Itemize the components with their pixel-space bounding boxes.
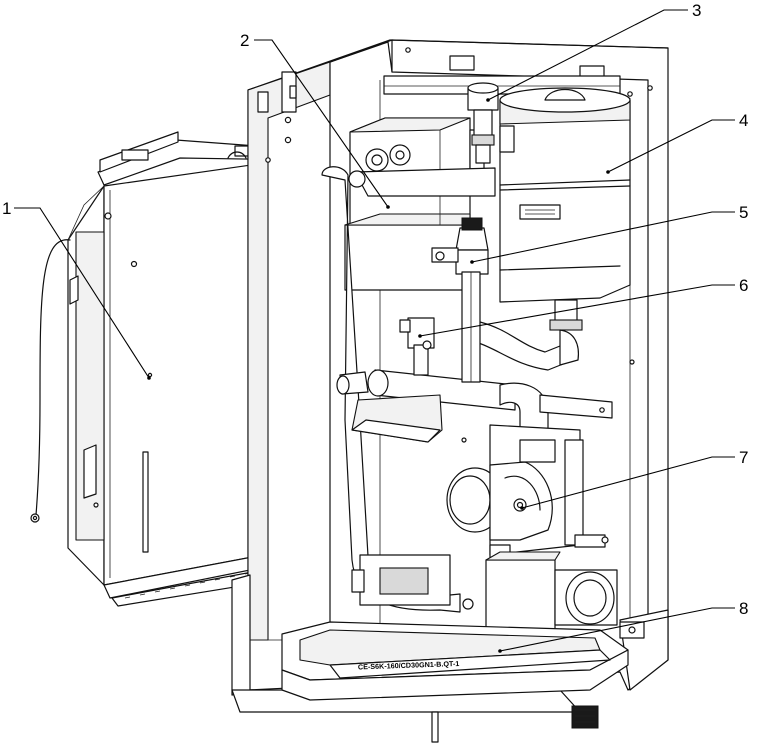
base-model-label: CE-S6K-160/CD30GN1-B.QT-1 [358, 659, 460, 672]
callout-label-5: 5 [739, 203, 748, 222]
callout-5: 5 [470, 203, 748, 264]
callout-2: 2 [240, 31, 390, 209]
callout-4: 4 [606, 111, 748, 174]
base-tray: CE-S6K-160/CD30GN1-B.QT-1 [281, 621, 629, 743]
callout-6: 6 [418, 276, 748, 338]
callout-1: 1 [2, 199, 151, 380]
callout-label-2: 2 [240, 31, 249, 50]
callout-label-7: 7 [739, 448, 748, 467]
control-plate [351, 359, 635, 443]
automatic-air-vent [431, 217, 489, 383]
expansion-vessel [499, 87, 631, 331]
callout-label-3: 3 [692, 1, 701, 20]
circulation-pump [446, 424, 609, 568]
callout-label-6: 6 [739, 276, 748, 295]
callout-8: 8 [498, 599, 748, 653]
callout-7: 7 [520, 448, 748, 510]
safety-valve [467, 82, 515, 164]
callout-label-1: 1 [2, 199, 11, 218]
callout-3: 3 [486, 1, 701, 102]
callout-label-8: 8 [739, 599, 748, 618]
callout-label-4: 4 [739, 111, 748, 130]
